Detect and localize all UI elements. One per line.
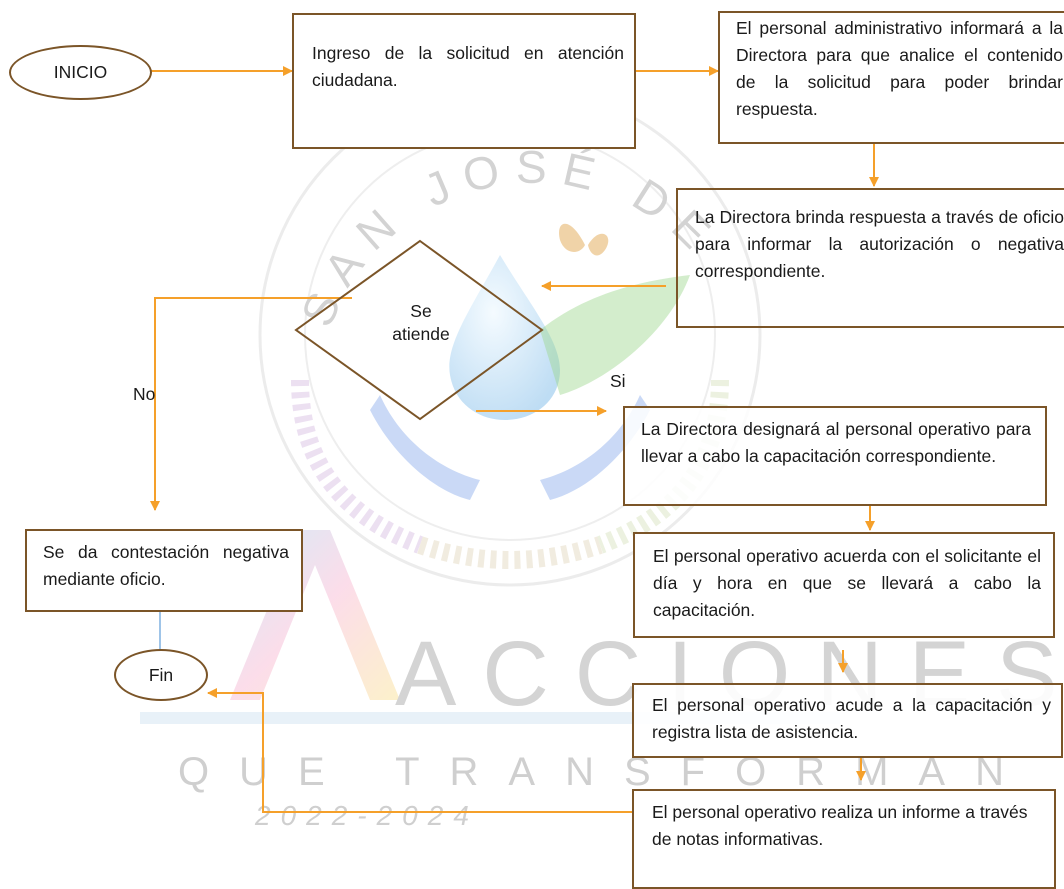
step-ingreso-solicitud: Ingreso de la solicitud en atención ciud… [292, 13, 636, 149]
step-informar-directora-text: El personal administrativo informará a l… [736, 18, 1063, 119]
decision-label-line1: Se [410, 301, 432, 321]
label-si: Si [610, 371, 626, 391]
decision-label: Se atiende [380, 300, 462, 346]
arrow-decision-no [150, 297, 352, 511]
step-respuesta-oficio: La Directora brinda respuesta a través d… [676, 188, 1064, 328]
decision-diamond [294, 239, 544, 421]
decision-label-line2: atiende [392, 324, 450, 344]
step-informar-directora: El personal administrativo informará a l… [718, 11, 1064, 144]
step-registra-asistencia: El personal operativo acude a la capacit… [632, 683, 1063, 758]
step-informe-notas-text: El personal operativo realiza un informe… [652, 802, 1028, 849]
step-contestacion-negativa-text: Se da contestación negativa mediante ofi… [43, 542, 289, 589]
label-no: No [133, 384, 156, 404]
step-ingreso-solicitud-text: Ingreso de la solicitud en atención ciud… [312, 43, 624, 90]
end-label: Fin [148, 664, 174, 685]
step-respuesta-oficio-text: La Directora brinda respuesta a través d… [695, 207, 1064, 281]
step-designar-personal: La Directora designará al personal opera… [623, 406, 1047, 506]
step-registra-asistencia-text: El personal operativo acude a la capacit… [652, 695, 1051, 742]
start-label: INICIO [53, 62, 108, 82]
start-node: INICIO [9, 45, 152, 100]
arrow-step7-to-end [207, 688, 632, 813]
step-contestacion-negativa: Se da contestación negativa mediante ofi… [25, 529, 303, 612]
step-acordar-fecha-text: El personal operativo acuerda con el sol… [653, 546, 1041, 620]
step-informe-notas: El personal operativo realiza un informe… [632, 789, 1056, 889]
step-acordar-fecha: El personal operativo acuerda con el sol… [633, 532, 1055, 638]
end-node: Fin [114, 649, 208, 701]
step-designar-personal-text: La Directora designará al personal opera… [641, 419, 1031, 466]
